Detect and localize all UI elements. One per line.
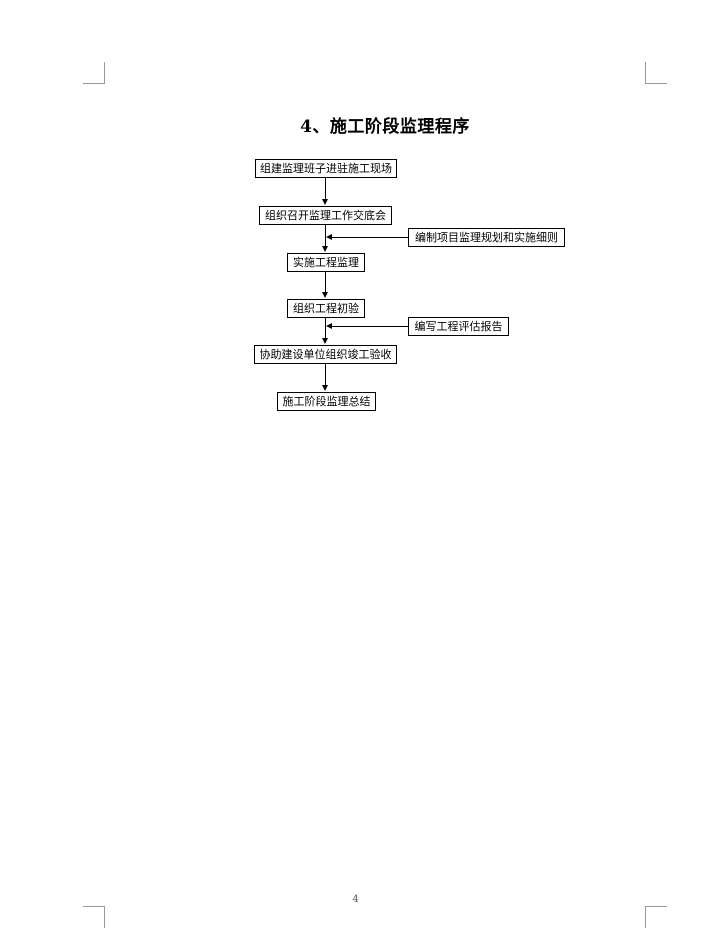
arrow-down-3	[322, 292, 328, 298]
flow-step-summary: 施工阶段监理总结	[277, 392, 376, 411]
flow-step-completion-acceptance: 协助建设单位组织竣工验收	[254, 345, 397, 364]
flow-step-organize-team: 组建监理班子进驻施工现场	[255, 159, 397, 178]
crop-mark-top-left	[104, 62, 105, 83]
flow-side-planning: 编制项目监理规划和实施细则	[408, 228, 565, 247]
arrow-down-2	[322, 246, 328, 252]
crop-mark-top-right	[645, 62, 646, 83]
flow-step-initial-inspection: 组织工程初验	[287, 299, 365, 318]
arrow-left-1	[326, 234, 332, 240]
page-number: 4	[352, 894, 359, 905]
crop-mark-bottom-right-h	[645, 906, 667, 907]
connector-5	[325, 364, 326, 385]
arrow-down-4	[322, 338, 328, 344]
arrow-left-2	[326, 323, 332, 329]
crop-mark-bottom-right	[645, 906, 646, 928]
crop-mark-top-right-h	[645, 83, 667, 84]
flow-side-evaluation-report: 编写工程评估报告	[408, 317, 509, 336]
connector-2	[325, 225, 326, 246]
side-connector-2	[332, 326, 408, 327]
arrow-down-1	[322, 199, 328, 205]
connector-3	[325, 272, 326, 292]
crop-mark-top-left-h	[83, 83, 105, 84]
connector-1	[325, 178, 326, 199]
page-title: 4、施工阶段监理程序	[300, 117, 470, 137]
arrow-down-5	[322, 385, 328, 391]
connector-4	[325, 318, 326, 338]
crop-mark-bottom-left-h	[83, 906, 105, 907]
crop-mark-bottom-left	[104, 906, 105, 928]
flow-step-briefing-meeting: 组织召开监理工作交底会	[259, 206, 392, 225]
side-connector-1	[332, 237, 408, 238]
flow-step-implement-supervision: 实施工程监理	[287, 253, 365, 272]
